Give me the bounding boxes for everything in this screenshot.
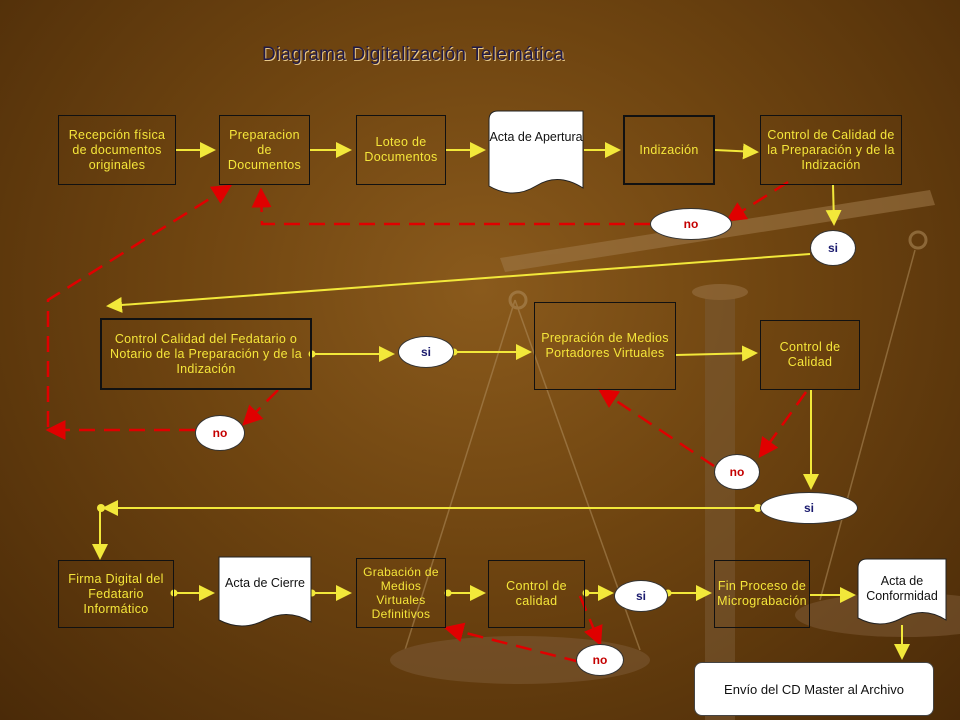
decision-si-3: si <box>760 492 858 524</box>
step-envio-cd-master: Envío del CD Master al Archivo <box>694 662 934 716</box>
step-control-calidad-1: Control de Calidad <box>760 320 860 390</box>
step-firma-digital: Firma Digital del Fedatario Informático <box>58 560 174 628</box>
decision-si-1: si <box>810 230 856 266</box>
step-loteo: Loteo de Documentos <box>356 115 446 185</box>
doc-acta-cierre-label: Acta de Cierre <box>225 576 305 590</box>
decision-no-1: no <box>650 208 732 240</box>
doc-acta-conformidad-label: Acta de Conformidad <box>866 574 938 603</box>
step-preparacion: Preparacion de Documentos <box>219 115 310 185</box>
decision-no-4: no <box>576 644 624 676</box>
step-grabacion: Grabación de Medios Virtuales Definitivo… <box>356 558 446 628</box>
doc-acta-conformidad: Acta de Conformidad <box>857 558 947 628</box>
step-indizacion: Indización <box>623 115 715 185</box>
decision-si-2: si <box>398 336 454 368</box>
step-recepcion: Recepción física de documentos originale… <box>58 115 176 185</box>
decision-no-3: no <box>714 454 760 490</box>
doc-acta-cierre: Acta de Cierre <box>218 556 312 630</box>
step-preparacion-medios: Prepración de Medios Portadores Virtuale… <box>534 302 676 390</box>
decision-no-2: no <box>195 415 245 451</box>
diagram-title: Diagrama Digitalización Telemática <box>262 44 565 65</box>
doc-acta-apertura: Acta de Apertura <box>488 110 584 196</box>
step-control-calidad-2: Control de calidad <box>488 560 585 628</box>
step-control-fedatario: Control Calidad del Fedatario o Notario … <box>100 318 312 390</box>
step-fin-proceso: Fin Proceso de Micrograbación <box>714 560 810 628</box>
doc-acta-apertura-label: Acta de Apertura <box>489 130 583 144</box>
decision-si-4: si <box>614 580 668 612</box>
step-control-calidad-preparacion: Control de Calidad de la Preparación y d… <box>760 115 902 185</box>
